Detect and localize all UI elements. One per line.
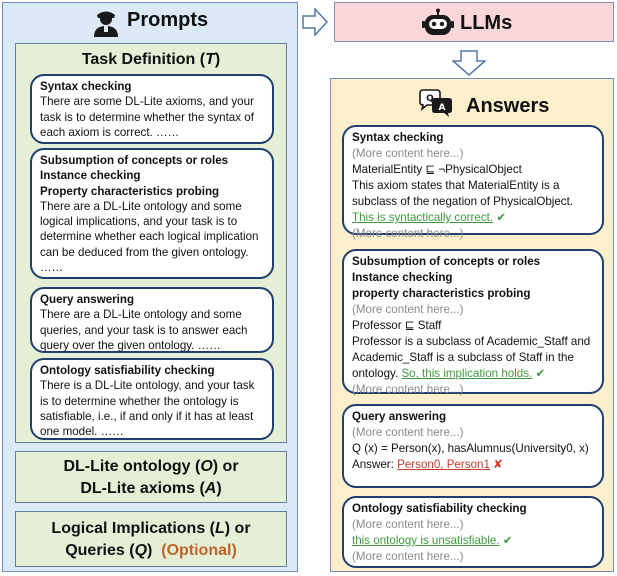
check-icon: ✔ bbox=[535, 367, 546, 380]
prompt-card-text: There is a DL-Lite ontology, and your ta… bbox=[40, 379, 255, 439]
correct-result: So, this implication holds. bbox=[401, 367, 533, 380]
axiom-text: MaterialEntity ⊑ ¬PhysicalObject bbox=[352, 163, 522, 176]
ontology-line-1: DL-Lite ontology (O) or bbox=[63, 458, 239, 475]
prompt-card-syntax: Syntax checking There are some DL-Lite a… bbox=[30, 74, 274, 144]
prompt-card-heading: Ontology satisfiability checking bbox=[40, 364, 215, 377]
arrow-right-icon bbox=[302, 8, 328, 36]
prompt-card-text: There are a DL-Lite ontology and some qu… bbox=[40, 308, 248, 352]
explanation-text: Professor is a subclass of Academic_Staf… bbox=[352, 335, 591, 380]
prompt-card-heading: Query answering bbox=[40, 293, 135, 306]
axiom-text: Professor ⊑ Staff bbox=[352, 319, 442, 332]
implications-line-2: Queries (Q) (Optional) bbox=[65, 542, 237, 559]
prompt-card-heading: Instance checking bbox=[40, 169, 141, 183]
robot-icon bbox=[422, 8, 454, 35]
more-content-text: (More content here...) bbox=[352, 147, 464, 160]
more-content-text: (More content here...) bbox=[352, 426, 464, 439]
more-content-text: (More content here...) bbox=[352, 303, 464, 316]
llms-title: LLMs bbox=[460, 12, 513, 34]
result-line: this ontology is unsatisfiable. ✔ bbox=[352, 533, 594, 549]
prompt-card-heading: Subsumption of concepts or roles bbox=[40, 154, 229, 167]
more-content-text: (More content here...) bbox=[352, 518, 464, 531]
answer-card-syntax: Syntax checking (More content here...) M… bbox=[342, 125, 604, 240]
more-content-text: (More content here...) bbox=[352, 550, 464, 563]
prompts-header: Prompts bbox=[3, 3, 297, 41]
implications-box: Logical Implications (L) or Queries (Q) … bbox=[15, 511, 287, 567]
check-icon: ✔ bbox=[496, 211, 507, 224]
answer-card-heading: property characteristics probing bbox=[352, 287, 531, 300]
prompt-card-text: There are a DL-Lite ontology and some lo… bbox=[40, 199, 259, 275]
prompt-card-subsumption: Subsumption of concepts or roles Instanc… bbox=[30, 148, 274, 279]
ontology-box: DL-Lite ontology (O) or DL-Lite axioms (… bbox=[15, 451, 287, 503]
person-icon bbox=[94, 11, 118, 37]
more-content-text: (More content here...) bbox=[352, 383, 464, 396]
prompt-card-query: Query answering There are a DL-Lite onto… bbox=[30, 287, 274, 353]
answers-panel: Q A Answers Syntax checking (More conten… bbox=[330, 78, 614, 572]
answer-card-heading: Syntax checking bbox=[352, 131, 444, 144]
check-icon: ✔ bbox=[502, 534, 513, 547]
svg-text:Q: Q bbox=[426, 94, 434, 104]
ontology-line-2: DL-Lite axioms (A) bbox=[80, 480, 222, 497]
answer-card-query: Query answering (More content here...) Q… bbox=[342, 404, 604, 488]
answer-card-heading: Query answering bbox=[352, 410, 447, 423]
answers-title: Answers bbox=[466, 95, 550, 117]
answer-line: Answer: Person0, Person1 ✘ bbox=[352, 458, 503, 471]
optional-label: (Optional) bbox=[161, 542, 237, 559]
task-definition-box: Task Definition (T) Syntax checking Ther… bbox=[15, 43, 287, 443]
prompts-panel: Prompts Task Definition (T) Syntax check… bbox=[2, 2, 298, 572]
result-line: This is syntactically correct. ✔ bbox=[352, 210, 594, 226]
prompt-card-text: There are some DL-Lite axioms, and your … bbox=[40, 95, 254, 139]
task-definition-title: Task Definition (T) bbox=[81, 51, 221, 68]
more-content-text: (More content here...) bbox=[352, 227, 464, 240]
prompt-card-heading: Syntax checking bbox=[40, 80, 132, 93]
qa-chat-icon: Q A bbox=[419, 89, 452, 117]
query-text: Q (x) = Person(x), hasAlumnus(University… bbox=[352, 442, 589, 455]
answer-card-subsumption: Subsumption of concepts or roles Instanc… bbox=[342, 249, 604, 396]
answer-card-heading: Instance checking bbox=[352, 271, 453, 284]
correct-result: This is syntactically correct. bbox=[352, 211, 494, 224]
prompt-card-heading: Property characteristics probing bbox=[40, 184, 220, 198]
svg-text:A: A bbox=[439, 103, 446, 113]
prompts-title: Prompts bbox=[127, 9, 209, 31]
prompt-card-satisfiability: Ontology satisfiability checking There i… bbox=[30, 358, 274, 440]
answer-card-heading: Subsumption of concepts or roles bbox=[352, 255, 541, 268]
answer-card-satisfiability: Ontology satisfiability checking (More c… bbox=[342, 496, 604, 568]
correct-result: this ontology is unsatisfiable. bbox=[352, 534, 500, 547]
arrow-down-icon bbox=[452, 50, 486, 76]
explanation-text: This axiom states that MaterialEntity is… bbox=[352, 179, 574, 208]
answer-card-heading: Ontology satisfiability checking bbox=[352, 502, 527, 515]
implications-line-1: Logical Implications (L) or bbox=[51, 520, 251, 537]
llms-box: LLMs bbox=[334, 2, 614, 42]
cross-icon: ✘ bbox=[493, 458, 503, 471]
wrong-result: Person0, Person1 bbox=[397, 458, 490, 471]
